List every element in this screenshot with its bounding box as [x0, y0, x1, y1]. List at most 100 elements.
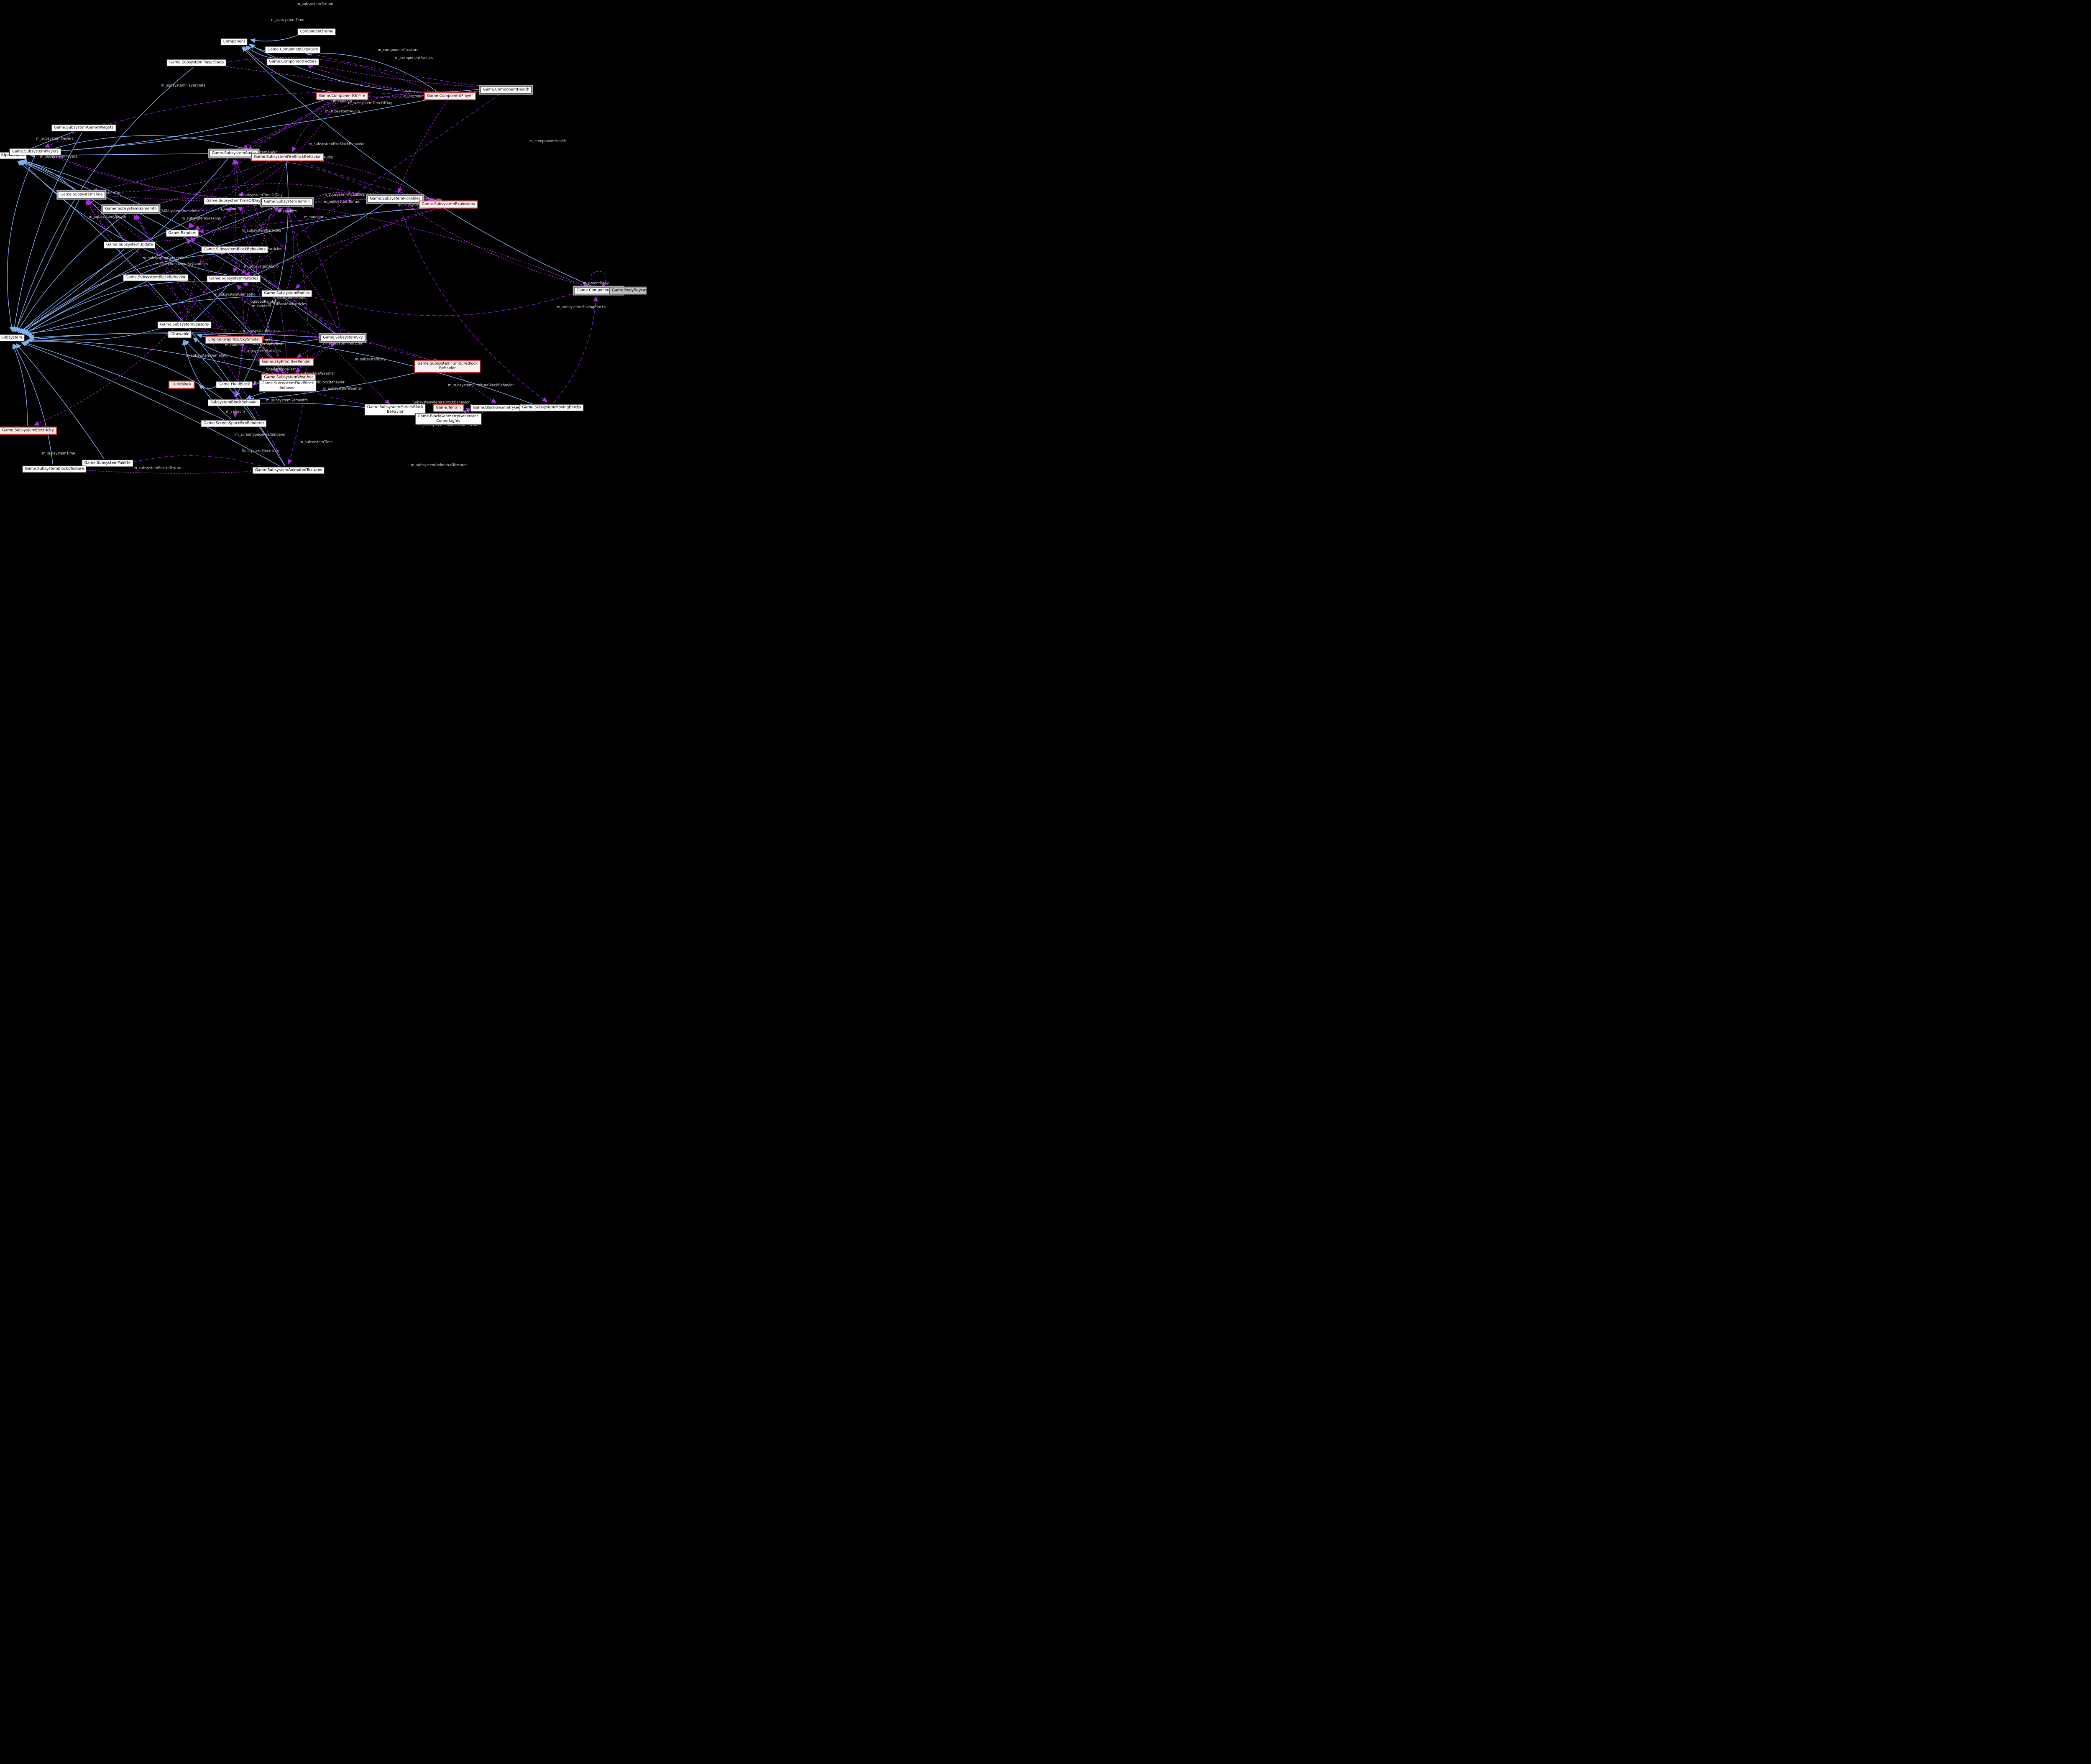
graph-node-animtex[interactable]: Game.SubsystemAnimatedTextures: [252, 467, 325, 474]
graph-edge-pickables-audio: [246, 155, 384, 196]
graph-edge-gameblockbehavior-subsystem: [21, 281, 147, 334]
graph-edge-player-pickables: [398, 100, 448, 194]
graph-edge-player-gamewidgets: [100, 92, 435, 128]
graph-edge-blockbehaviors-meters: [239, 254, 390, 405]
graph-edge-explosions-bodies: [295, 208, 441, 289]
graph-node-timeofday[interactable]: Game.SubsystemTimeOfDay: [204, 197, 263, 205]
graph-node-time[interactable]: Game.SubsystemTime: [58, 191, 105, 199]
graph-edge-movingblocks-componentbody: [553, 296, 598, 403]
graph-edge-pickables-terrain: [304, 192, 380, 202]
graph-node-idrawable[interactable]: IDrawable: [168, 331, 192, 338]
graph-edge-bodies-componentbody: [302, 290, 582, 316]
graph-node-onfire[interactable]: Game.ComponentOnFire: [316, 92, 368, 100]
graph-node-screenfire[interactable]: Game.ScreenSpaceFireRenderer: [201, 420, 267, 427]
graph-edge-players-subsystem: [7, 156, 35, 332]
graph-edge-update-iupdateable: [19, 160, 125, 241]
graph-node-random[interactable]: Game.Random: [166, 230, 199, 237]
graph-edge-playerstats-subsystem: [15, 67, 194, 333]
graph-node-pickables[interactable]: Game.SubsystemPickables: [367, 195, 423, 203]
graph-edge-onfire-audio: [242, 100, 335, 149]
graph-edge-componentbody-component: [241, 46, 593, 287]
graph-node-player[interactable]: Game.ComponentPlayer: [424, 92, 476, 100]
graph-node-skyprimitive[interactable]: Game.SkyPrimitiveRender: [259, 358, 314, 366]
graph-node-explosions[interactable]: Game.SubsystemExplosions: [419, 200, 478, 209]
graph-edge-pickables-gameinfo: [148, 183, 380, 209]
graph-node-electricity[interactable]: Game.SubsystemElectricity: [0, 426, 57, 435]
graph-node-players[interactable]: Game.SubsystemPlayers: [9, 148, 61, 156]
graph-edge-seasons-gameinfo: [133, 214, 183, 321]
graph-edge-animtex-subsystem: [21, 342, 281, 467]
graph-node-meters[interactable]: Game.SubsystemMetersBlock Behavior: [364, 404, 426, 416]
graph-edge-pickables-players: [51, 153, 381, 203]
graph-node-playerstats[interactable]: Game.SubsystemPlayerStats: [166, 59, 227, 66]
graph-edge-terrain-update: [142, 205, 276, 244]
graph-edge-gamewidgets-players: [44, 131, 76, 148]
graph-node-health[interactable]: Game.ComponentHealth: [480, 86, 532, 94]
graph-edge-player-iupdateable: [28, 98, 436, 156]
graph-edge-bodies-terrain: [286, 207, 294, 289]
graph-node-cornerlights[interactable]: Game.BlockGeometryGenerator. CornerLight…: [415, 413, 482, 425]
graph-node-factors[interactable]: Game.ComponentFactors: [266, 58, 320, 66]
graph-edge-pickables-componentbody: [404, 202, 589, 288]
graph-edge-componentbody-componentbody: [590, 271, 607, 287]
graph-node-movingblocks[interactable]: Game.SubsystemMovingBlocks: [519, 404, 584, 411]
graph-node-componentframe[interactable]: ComponentFrame: [297, 28, 336, 36]
graph-edge-onfire-fireblock: [292, 100, 338, 152]
graph-node-fluidbehavior[interactable]: Game.SubsystemFluidBlock Behavior: [259, 380, 317, 392]
graph-edge-fireblock-screenfire: [233, 161, 287, 418]
graph-node-particles[interactable]: Game.SubsystemParticles: [207, 275, 261, 283]
graph-node-sky[interactable]: Game.SubsystemSky: [320, 334, 366, 342]
graph-node-bodies[interactable]: Game.SubsystemBodies: [261, 290, 312, 297]
graph-node-gameterrain[interactable]: Game.Terrain: [432, 404, 464, 412]
graph-edge-gamewidgets-subsystem: [12, 132, 82, 332]
graph-edge-furniture-subsystemblockbehavior: [249, 368, 434, 402]
graph-edge-onfire-time: [92, 100, 333, 192]
graph-node-component[interactable]: Component: [220, 38, 248, 46]
graph-edge-weather-iupdateable: [18, 161, 284, 374]
graph-node-gameblockbehavior[interactable]: Game.SubsystemBlockBehavior: [123, 274, 188, 281]
graph-node-cubeblock[interactable]: CubeBlock: [169, 380, 194, 389]
graph-node-fireblock[interactable]: Game.SubsystemFireBlockBehavior: [251, 153, 324, 161]
graph-edge-seasons-weather: [192, 328, 280, 373]
graph-node-subsystemblockbehavior[interactable]: SubsystemBlockBehavior: [208, 399, 261, 406]
graph-edge-fireblock-time: [96, 159, 274, 195]
graph-edge-blockbehaviors-furniture: [242, 253, 440, 363]
graph-edge-onfire-timeofday: [238, 100, 338, 196]
graph-edge-player-creature: [305, 51, 439, 93]
graph-edge-blockbehaviors-subsystemblockbehavior: [233, 254, 244, 397]
graph-node-seasons[interactable]: Game.SubsystemSeasons: [157, 321, 212, 329]
graph-edge-seasons-timeofday: [186, 207, 232, 321]
graph-node-skyshader[interactable]: Engine.Graphics.SkyShader: [205, 336, 263, 344]
graph-node-terrain[interactable]: Game.SubsystemTerrain: [261, 198, 312, 206]
graph-node-audio[interactable]: Game.SubsystemAudio: [209, 150, 258, 157]
graph-edge-gameblockbehavior-terrain: [162, 206, 279, 274]
graph-node-update[interactable]: Game.SubsystemUpdate: [104, 241, 156, 249]
graph-edge-weather-sky: [294, 342, 337, 374]
graph-edge-explosions-subsystem: [23, 207, 437, 334]
graph-node-blockstexture[interactable]: Game.SubsystemBlocksTexture: [22, 465, 87, 473]
graph-edge-onfire-random: [188, 100, 337, 229]
graph-node-creature[interactable]: Game.ComponentCreature: [265, 46, 321, 54]
graph-node-gamewidgets[interactable]: Game.SubsystemGameWidgets: [51, 124, 116, 132]
graph-edge-particles-subsystem: [24, 281, 222, 335]
graph-edge-gameinfo-subsystem: [16, 213, 127, 333]
graph-edge-sky-weather: [295, 342, 337, 373]
graph-edge-particles-iupdateable: [21, 160, 227, 275]
graph-edge-weather-time: [87, 200, 284, 373]
graph-node-gameinfo[interactable]: Game.SubsystemGameInfo: [102, 205, 159, 213]
graph-edge-screenfire-idrawable: [182, 340, 231, 419]
graph-node-blockbehaviors[interactable]: Game.SubsystemBlockBehaviors: [201, 246, 268, 253]
graph-node-palette[interactable]: Game.SubsystemPalette: [82, 460, 133, 467]
graph-edge-update-subsystem: [18, 249, 125, 333]
graph-node-subsystem[interactable]: Subsystem: [0, 334, 25, 342]
graph-edge-fluidbehavior-audio: [233, 159, 287, 382]
graph-node-furniture[interactable]: Game.SubsystemFurnitureBlock Behavior: [414, 360, 481, 373]
graph-node-fluidblock[interactable]: Game.FluidBlock: [216, 381, 253, 388]
graph-node-bodyraycast[interactable]: Game.BodyRaycastResult: [609, 286, 647, 295]
graph-edge-animtex-iupdateable: [17, 161, 285, 466]
graph-edge-weather-audio: [235, 159, 288, 373]
graph-edge-fireblock-explosions: [298, 160, 436, 202]
graph-edge-animtex-blockstexture: [71, 467, 273, 474]
graph-edge-blockstexture-subsystem: [13, 343, 54, 465]
